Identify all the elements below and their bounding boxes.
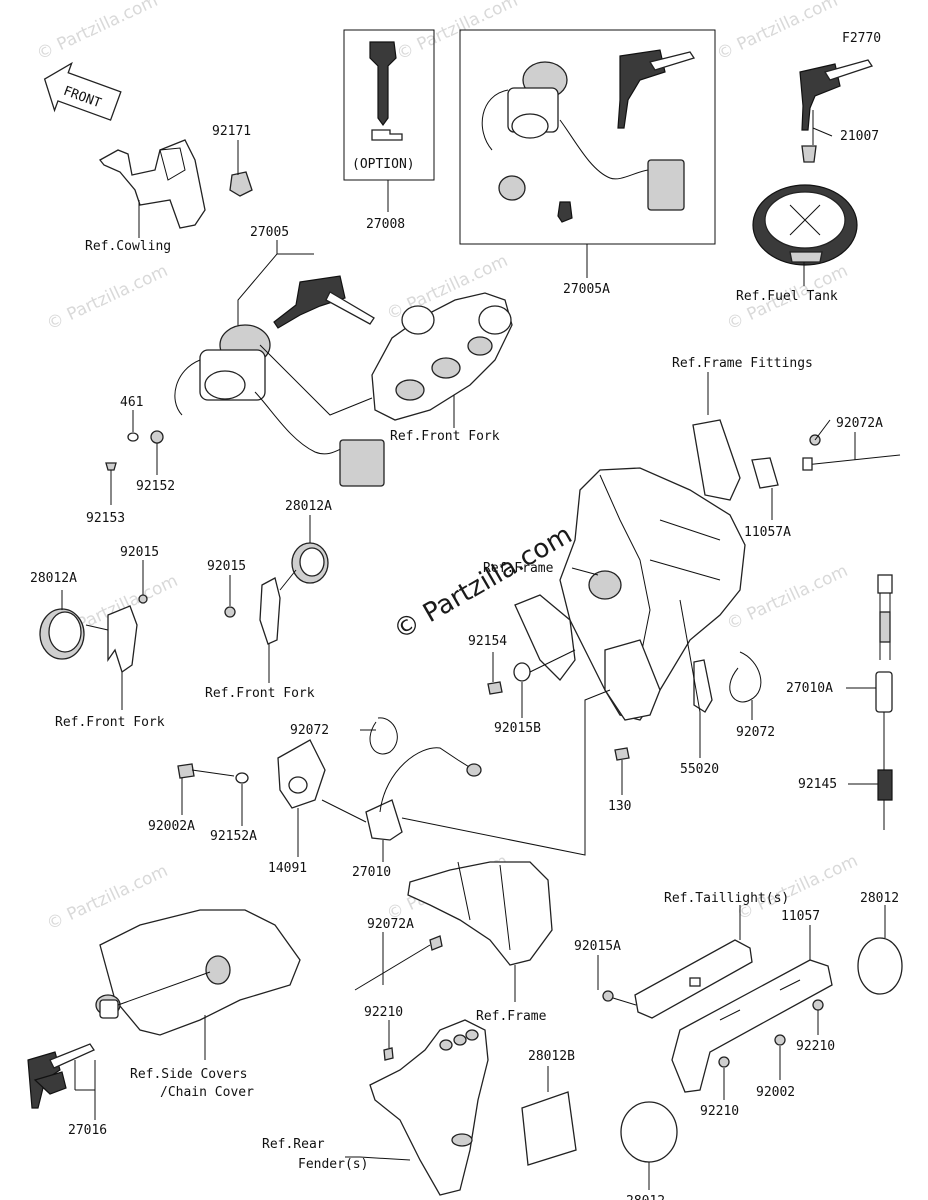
- part-27010: 27010: [352, 865, 391, 880]
- part-92015-2: 92015: [207, 559, 246, 574]
- ref-side-covers-2: /Chain Cover: [160, 1085, 254, 1100]
- ref-taillights: Ref.Taillight(s): [664, 891, 789, 906]
- ref-front-fork-3: Ref.Front Fork: [55, 715, 165, 730]
- option-label: (OPTION): [352, 157, 415, 172]
- part-92210-1: 92210: [364, 1005, 403, 1020]
- part-27005A: 27005A: [563, 282, 610, 297]
- ref-frame-1: Ref.Frame: [483, 561, 554, 576]
- ref-side-covers-1: Ref.Side Covers: [130, 1067, 247, 1082]
- part-92072-1: 92072: [290, 723, 329, 738]
- part-461: 461: [120, 395, 143, 410]
- fuel-cap-assembly: [752, 59, 874, 286]
- ref-rear-fender-2: Fender(s): [298, 1157, 368, 1172]
- part-14091: 14091: [268, 861, 307, 876]
- part-92015B: 92015B: [494, 721, 541, 736]
- part-92152: 92152: [136, 479, 175, 494]
- part-92210-2: 92210: [700, 1104, 739, 1119]
- reflector-bracket-left: [39, 560, 148, 710]
- ref-frame-fittings: Ref.Frame Fittings: [672, 356, 813, 371]
- key-option-box: (OPTION): [343, 29, 435, 212]
- part-92002: 92002: [756, 1085, 795, 1100]
- part-28012-1: 28012: [860, 891, 899, 906]
- part-55020: 55020: [680, 762, 719, 777]
- ref-cowling: Ref.Cowling: [85, 239, 171, 254]
- part-92015A: 92015A: [574, 939, 621, 954]
- ignition-switch: [174, 240, 385, 487]
- small-fasteners-left: [105, 410, 164, 505]
- rear-brake-switch-parts: [177, 689, 611, 862]
- part-92015-1: 92015: [120, 545, 159, 560]
- watermark: © Partzilla.com: [44, 261, 171, 335]
- part-21007: 21007: [840, 129, 879, 144]
- reflector-bracket-middle: [224, 515, 329, 683]
- part-27010A: 27010A: [786, 681, 833, 696]
- ignition-set-box: [459, 29, 716, 278]
- part-92152A: 92152A: [210, 829, 257, 844]
- part-92171: 92171: [212, 124, 251, 139]
- ref-front-fork-1: Ref.Front Fork: [390, 429, 500, 444]
- part-92072A-1: 92072A: [836, 416, 883, 431]
- diagram-code: F2770: [842, 31, 881, 46]
- watermark: © Partzilla.com: [394, 0, 521, 65]
- part-28012B: 28012B: [528, 1049, 575, 1064]
- part-27005: 27005: [250, 225, 289, 240]
- part-28012-2: 28012: [626, 1194, 665, 1200]
- part-92072-2: 92072: [736, 725, 775, 740]
- part-28012A-1: 28012A: [30, 571, 77, 586]
- part-11057: 11057: [781, 909, 820, 924]
- ref-rear-fender-1: Ref.Rear: [262, 1137, 325, 1152]
- ref-frame-2: Ref.Frame: [476, 1009, 547, 1024]
- rear-frame-section: [354, 861, 553, 1002]
- part-92153: 92153: [86, 511, 125, 526]
- rear-fender: [345, 1019, 577, 1196]
- part-92145: 92145: [798, 777, 837, 792]
- side-cover-lock: [27, 909, 301, 1120]
- cowling-bracket: [99, 139, 253, 238]
- ref-fuel-tank: Ref.Fuel Tank: [736, 289, 838, 304]
- stop-switch-assembly: [846, 574, 893, 830]
- watermark: © Partzilla.com: [714, 0, 841, 65]
- watermark: © Partzilla.com: [34, 0, 161, 65]
- part-27016: 27016: [68, 1123, 107, 1138]
- part-92002A: 92002A: [148, 819, 195, 834]
- part-28012A-2: 28012A: [285, 499, 332, 514]
- part-92072A-2: 92072A: [367, 917, 414, 932]
- part-92210-3: 92210: [796, 1039, 835, 1054]
- front-arrow: FRONT: [43, 61, 122, 121]
- frame-fasteners: [487, 649, 576, 718]
- part-27008: 27008: [366, 217, 405, 232]
- side-stand-switch-parts: [614, 599, 762, 795]
- part-92154: 92154: [468, 634, 507, 649]
- ref-front-fork-2: Ref.Front Fork: [205, 686, 315, 701]
- top-clamp: [371, 292, 513, 428]
- part-11057A: 11057A: [744, 525, 791, 540]
- frame-center: [514, 419, 901, 721]
- watermark: © Partzilla.com: [724, 561, 851, 635]
- part-130: 130: [608, 799, 631, 814]
- license-bracket: [597, 905, 903, 1190]
